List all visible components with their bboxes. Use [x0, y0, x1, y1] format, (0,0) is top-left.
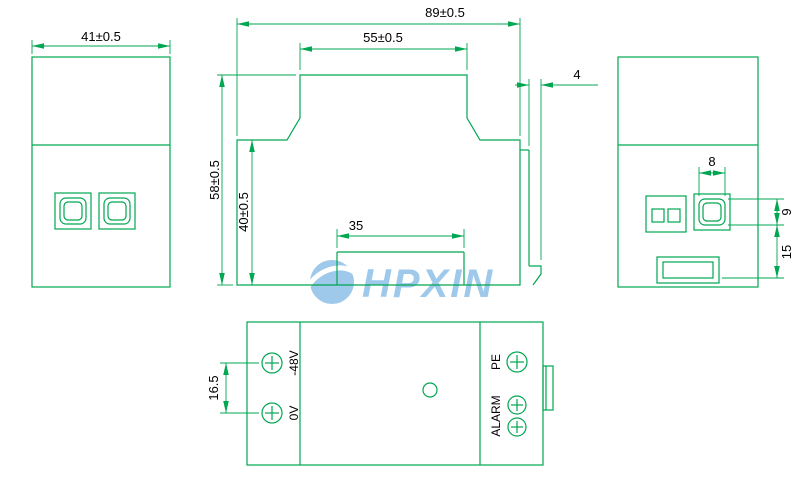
dim-top-width: [299, 43, 468, 70]
screw-neg48v: [261, 352, 283, 374]
dim-overall-width: [236, 18, 521, 136]
terminal-label-0v: 0V: [287, 406, 301, 421]
terminal-label-neg48v: -48V: [287, 350, 301, 375]
bottom-view: 16.5 -48V 0V PE ALARM: [206, 321, 554, 466]
dim-clip-tab: [515, 79, 598, 260]
dim-button-to-connector-text: 15: [779, 245, 794, 259]
dim-button-to-connector: [722, 225, 784, 279]
dim-overall-height: [217, 74, 296, 286]
screw-0v: [261, 402, 283, 424]
end-connector: [645, 195, 687, 233]
screw-pe: [506, 351, 528, 373]
dim-body-height-text: 40±0.5: [236, 192, 251, 232]
dim-button-width-text: 8: [708, 154, 715, 169]
dim-front-width-text: 41±0.5: [81, 29, 121, 44]
watermark-text: HPXIN: [362, 262, 494, 306]
dim-rail-slot-width: [336, 229, 465, 248]
terminal-label-pe: PE: [489, 354, 503, 370]
watermark-logo-icon: [303, 260, 361, 304]
dim-terminal-pitch: [220, 362, 259, 414]
dim-rail-slot-width-text: 35: [349, 218, 363, 233]
dim-clip-tab-text: 4: [573, 67, 580, 82]
terminal-label-alarm: ALARM: [489, 395, 503, 436]
end-view: 8 9 15: [617, 56, 794, 288]
side-view: 89±0.5 55±0.5 4 58±0.5 40±0.5: [207, 5, 598, 286]
front-button-right: [98, 192, 136, 230]
end-button: [693, 193, 731, 231]
dim-button-width: [698, 167, 726, 196]
watermark: HPXIN: [303, 260, 494, 306]
dim-top-width-text: 55±0.5: [363, 30, 403, 45]
center-hole: [422, 382, 438, 398]
side-view-outline: [236, 74, 542, 286]
front-view-outline: [31, 56, 171, 288]
screw-alarm-2: [507, 417, 527, 437]
dim-terminal-pitch-text: 16.5: [206, 375, 221, 400]
bottom-view-outline: [246, 321, 554, 466]
side-tab: [542, 365, 554, 411]
front-view: 41±0.5: [31, 29, 171, 288]
front-button-left: [54, 192, 92, 230]
din-clip: [520, 149, 542, 286]
end-view-outline: [617, 56, 759, 288]
dim-button-height-text: 9: [779, 208, 794, 215]
din-rail-slot: [336, 251, 465, 285]
end-bottom-socket: [656, 256, 720, 284]
dim-button-height: [728, 198, 784, 226]
dim-overall-height-text: 58±0.5: [207, 160, 222, 200]
screw-alarm-1: [507, 395, 527, 415]
dim-front-width: [31, 40, 171, 54]
dim-overall-width-text: 89±0.5: [425, 5, 465, 20]
